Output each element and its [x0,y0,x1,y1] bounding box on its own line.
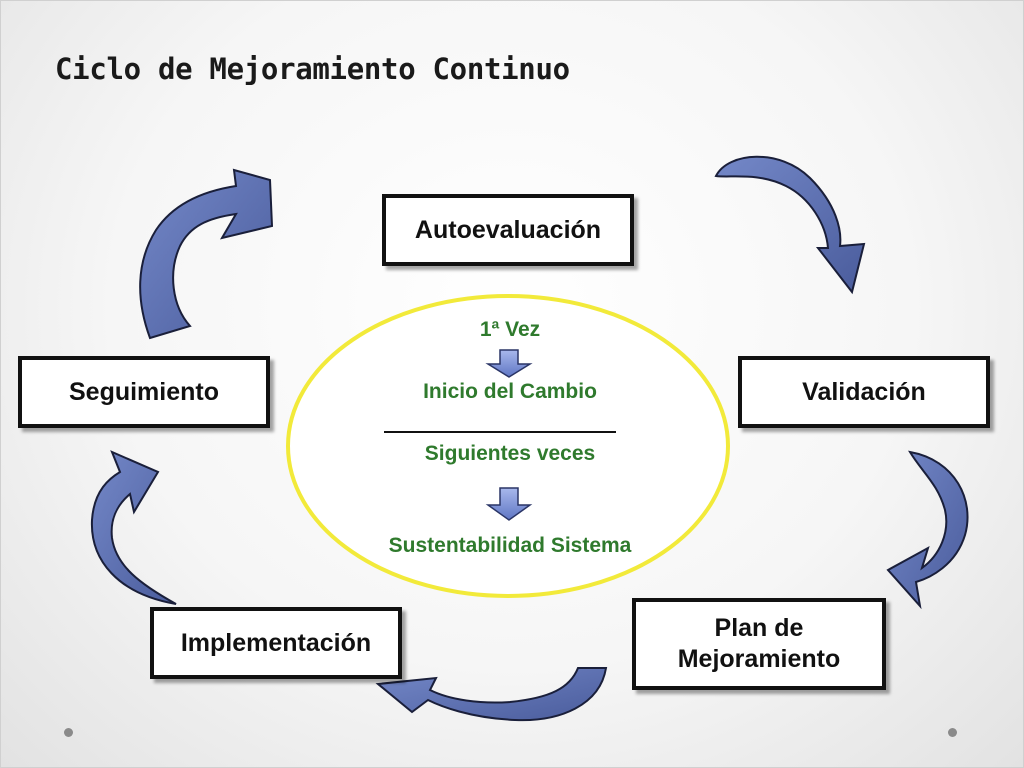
cycle-arrow-top-right [714,155,866,295]
step-plan-mejoramiento: Plan de Mejoramiento [632,598,886,690]
step-implementacion: Implementación [150,607,402,679]
step-seguimiento: Seguimiento [18,356,270,428]
center-change-start: Inicio del Cambio [423,380,597,403]
cycle-arrow-bottom [375,667,608,722]
cycle-arrow-right [886,450,969,610]
cycle-arrow-left-top [139,168,274,340]
center-next-times: Siguientes veces [424,442,596,465]
center-first-time: 1ª Vez [479,318,541,341]
cycle-arrow-left-bottom [90,450,177,605]
step-plan-mejoramiento-label: Plan de Mejoramiento [677,614,841,673]
step-autoevaluacion-label: Autoevaluación [414,215,602,244]
small-down-arrow-2 [485,487,533,521]
step-seguimiento-label: Seguimiento [68,377,219,406]
step-implementacion-label: Implementación [180,628,372,657]
center-ellipse [286,294,730,598]
step-validacion: Validación [738,356,990,428]
corner-dot-left [64,728,73,737]
step-validacion-label: Validación [802,377,926,406]
corner-dot-right [948,728,957,737]
step-autoevaluacion: Autoevaluación [382,194,634,266]
slide-title: Ciclo de Mejoramiento Continuo [55,52,570,86]
center-sustainability: Sustentabilidad Sistema [388,534,632,557]
small-down-arrow-1 [485,349,533,378]
